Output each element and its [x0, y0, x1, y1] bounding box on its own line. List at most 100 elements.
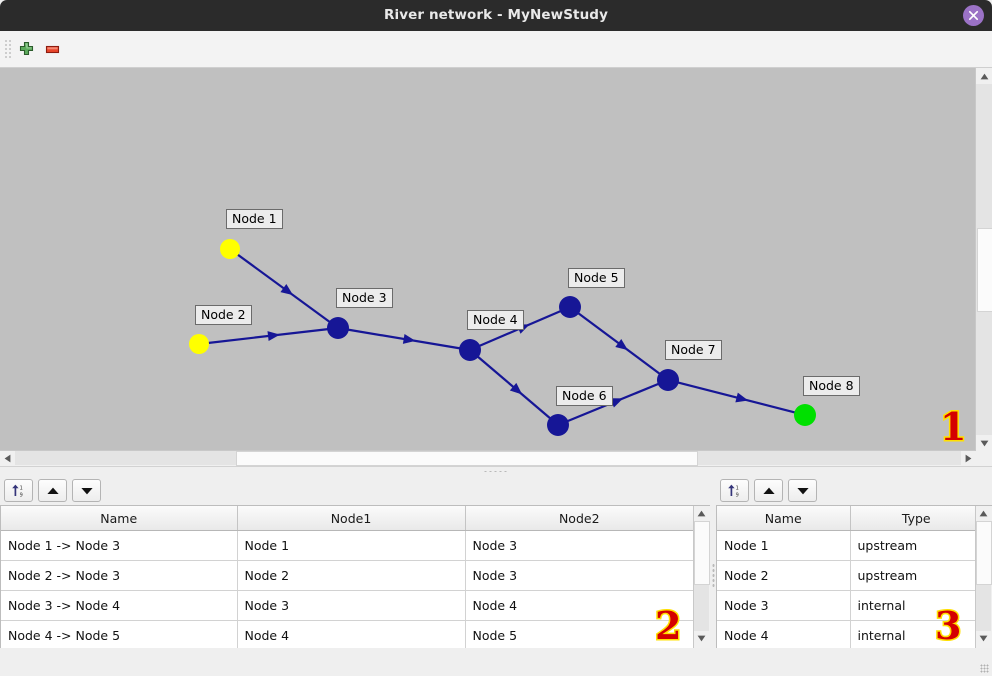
main-toolbar [0, 31, 992, 68]
links-toolbar: 1 9 [0, 476, 710, 505]
cell-type[interactable]: upstream [850, 560, 975, 591]
remove-minus-icon[interactable] [39, 36, 65, 62]
graph-node-node-2[interactable] [189, 334, 209, 354]
column-header-node2[interactable]: Node2 [465, 506, 693, 531]
links-vscroll-thumb[interactable] [694, 521, 710, 585]
cell-node1[interactable]: Node 3 [237, 590, 466, 621]
graph-node-node-4[interactable] [459, 339, 481, 361]
network-graph-canvas[interactable] [0, 68, 976, 451]
cell-name[interactable]: Node 3 -> Node 4 [1, 590, 238, 621]
nodes-vscroll-thumb[interactable] [976, 521, 992, 585]
toolbar-drag-handle[interactable] [3, 38, 13, 60]
column-header-name[interactable]: Name [717, 506, 851, 531]
svg-text:1: 1 [20, 485, 23, 491]
graph-scrollbar-corner [976, 451, 992, 466]
graph-horizontal-scrollbar[interactable] [0, 450, 976, 466]
node-label-node-7[interactable]: Node 7 [665, 340, 722, 360]
network-graph-panel[interactable]: Node 1 Node 2 Node 3 Node 4 Node 5 Node 6 Node… [0, 68, 992, 466]
cell-type[interactable]: internal [850, 590, 975, 621]
cell-name[interactable]: Node 4 [717, 620, 851, 651]
graph-vertical-scrollbar[interactable] [975, 68, 992, 451]
vertical-splitter[interactable] [710, 476, 716, 676]
graph-node-node-5[interactable] [559, 296, 581, 318]
column-header-type[interactable]: Type [850, 506, 975, 531]
graph-hscroll-thumb[interactable] [236, 451, 698, 466]
cell-type[interactable]: upstream [850, 530, 975, 561]
window-resize-grip[interactable] [980, 664, 989, 673]
sort-ascending-icon: 1 9 [728, 484, 739, 498]
graph-node-node-7[interactable] [657, 369, 679, 391]
column-header-node1[interactable]: Node1 [237, 506, 466, 531]
graph-node-node-1[interactable] [220, 239, 240, 259]
node-label-node-6[interactable]: Node 6 [556, 386, 613, 406]
arrow-up-icon [46, 487, 59, 494]
nodes-move-up-button[interactable] [754, 479, 783, 502]
graph-node-node-8[interactable] [794, 404, 816, 426]
node-label-node-4[interactable]: Node 4 [467, 310, 524, 330]
graph-node-node-6[interactable] [547, 414, 569, 436]
annotation-number-1: 1 [938, 404, 968, 449]
close-icon[interactable] [963, 5, 984, 26]
cell-node1[interactable]: Node 4 [237, 620, 466, 651]
node-label-node-3[interactable]: Node 3 [336, 288, 393, 308]
cell-node1[interactable]: Node 1 [237, 530, 466, 561]
cell-name[interactable]: Node 1 -> Node 3 [1, 530, 238, 561]
cell-name[interactable]: Node 4 -> Node 5 [1, 620, 238, 651]
scroll-right-arrow-icon[interactable] [961, 451, 976, 465]
scroll-up-arrow-icon[interactable] [976, 506, 991, 521]
scroll-down-arrow-icon[interactable] [976, 631, 991, 646]
cell-node1[interactable]: Node 2 [237, 560, 466, 591]
column-header-name[interactable]: Name [1, 506, 238, 531]
links-sort-button[interactable]: 1 9 [4, 479, 33, 502]
cell-node2[interactable]: Node 3 [465, 560, 693, 591]
graph-edge[interactable] [207, 328, 329, 345]
graph-edge[interactable] [677, 381, 796, 414]
nodes-move-down-button[interactable] [788, 479, 817, 502]
svg-text:9: 9 [20, 492, 23, 498]
scroll-up-arrow-icon[interactable] [694, 506, 709, 521]
scroll-down-arrow-icon[interactable] [976, 435, 992, 451]
links-move-down-button[interactable] [72, 479, 101, 502]
graph-vscroll-thumb[interactable] [977, 228, 992, 312]
cell-node2[interactable]: Node 3 [465, 530, 693, 561]
nodes-table-vertical-scrollbar[interactable] [975, 506, 992, 675]
add-plus-icon[interactable] [13, 36, 39, 62]
scroll-down-arrow-icon[interactable] [694, 631, 709, 646]
links-table-vertical-scrollbar[interactable] [693, 506, 710, 675]
nodes-sort-button[interactable]: 1 9 [720, 479, 749, 502]
graph-edges [207, 253, 796, 423]
node-label-node-1[interactable]: Node 1 [226, 209, 283, 229]
scroll-up-arrow-icon[interactable] [976, 68, 992, 84]
cell-name[interactable]: Node 1 [717, 530, 851, 561]
splitter-grip-icon [711, 563, 715, 589]
links-panel: 1 9 [0, 476, 710, 676]
cell-node2[interactable]: Node 4 [465, 590, 693, 621]
node-label-node-2[interactable]: Node 2 [195, 305, 252, 325]
horizontal-splitter[interactable] [0, 466, 992, 476]
arrow-down-icon [80, 487, 93, 494]
graph-node-node-3[interactable] [327, 317, 349, 339]
graph-nodes[interactable] [189, 239, 816, 436]
cell-name[interactable]: Node 3 [717, 590, 851, 621]
cell-type[interactable]: internal [850, 620, 975, 651]
cell-name[interactable]: Node 2 [717, 560, 851, 591]
scroll-left-arrow-icon[interactable] [0, 451, 15, 465]
cell-name[interactable]: Node 2 -> Node 3 [1, 560, 238, 591]
links-move-up-button[interactable] [38, 479, 67, 502]
node-label-node-5[interactable]: Node 5 [568, 268, 625, 288]
window-title: River network - MyNewStudy [384, 7, 608, 23]
node-label-node-8[interactable]: Node 8 [803, 376, 860, 396]
